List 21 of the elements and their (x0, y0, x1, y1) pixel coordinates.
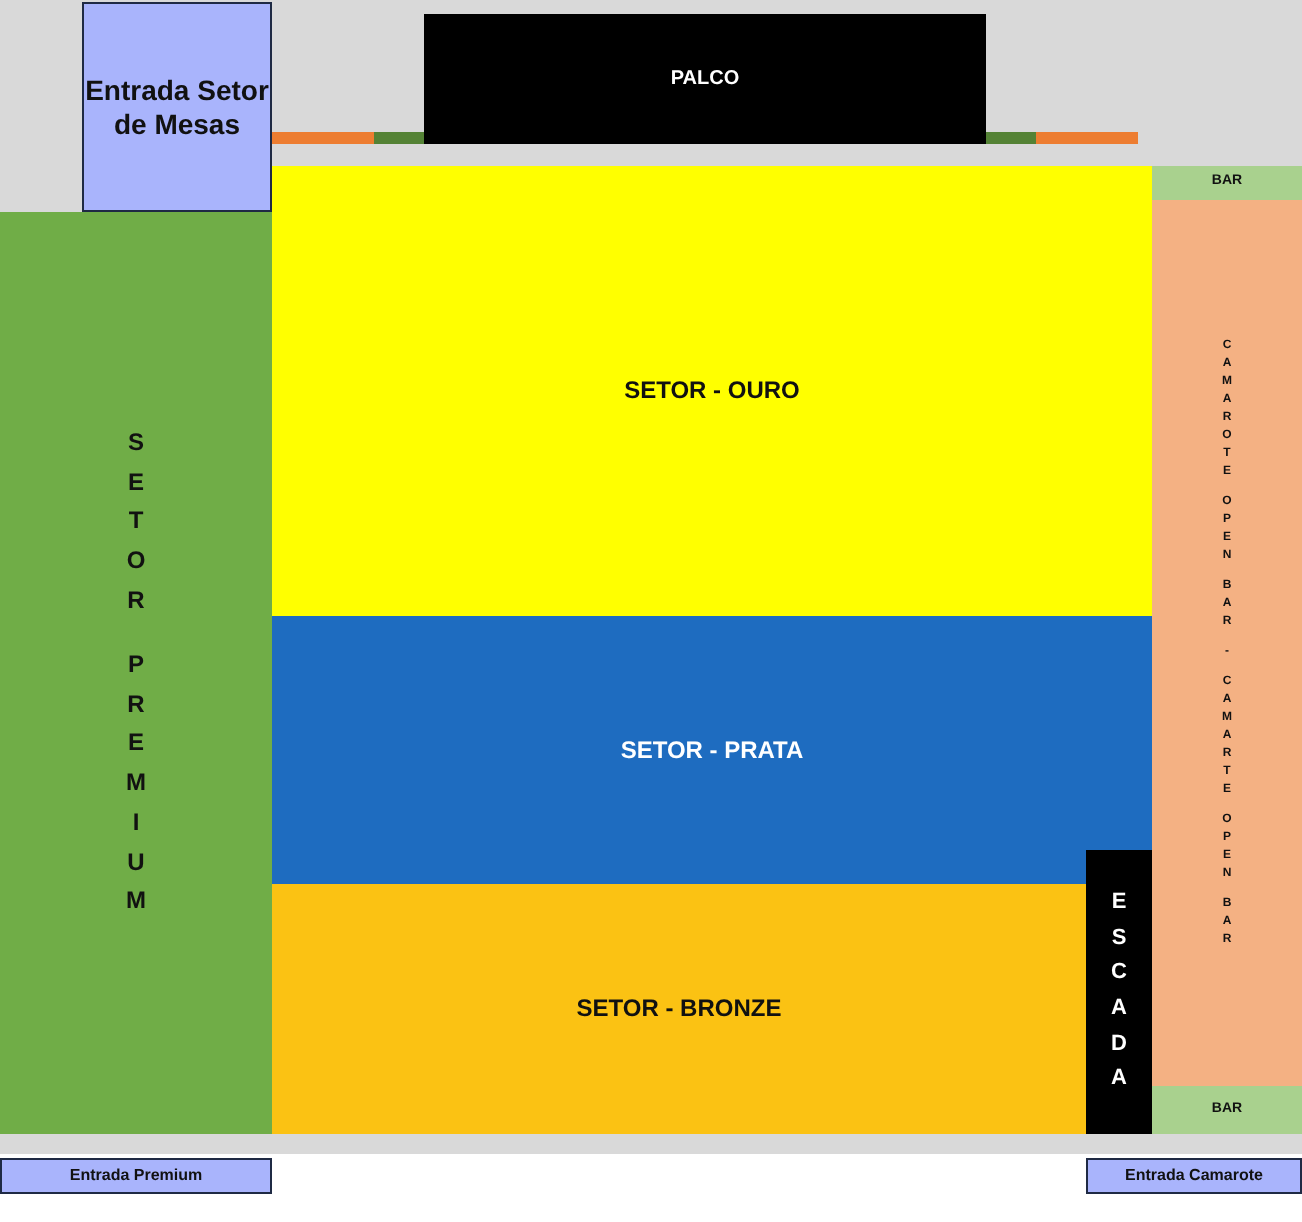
seating-sector (1152, 200, 1302, 1086)
entrance-area (82, 2, 272, 212)
sector-label: SETOR - PRATA (620, 735, 804, 765)
bar-area (1152, 1086, 1302, 1134)
seating-sector (272, 884, 1086, 1134)
sector-label: PALCO (670, 67, 740, 91)
entrance-area (1086, 1158, 1302, 1194)
sector-label: SETOR PREMIUM (124, 425, 148, 919)
entrance-area (0, 1158, 272, 1194)
sector-label: Entrada Camarote (1125, 1166, 1263, 1186)
sector-label: SETOR - OURO (624, 376, 800, 406)
sector-label: SETOR - BRONZE (576, 994, 782, 1024)
seating-sector (272, 616, 1152, 884)
bar-area (1152, 166, 1302, 200)
sector-label: ESCADA (1109, 888, 1129, 1095)
sector-label: Entrada Premium (69, 1166, 203, 1186)
seating-sector (0, 212, 272, 1134)
stage-area (424, 14, 986, 144)
seating-sector (272, 166, 1152, 616)
seating-sector (1086, 850, 1152, 1134)
sector-label: Entrada Setor de Mesas (84, 73, 270, 141)
